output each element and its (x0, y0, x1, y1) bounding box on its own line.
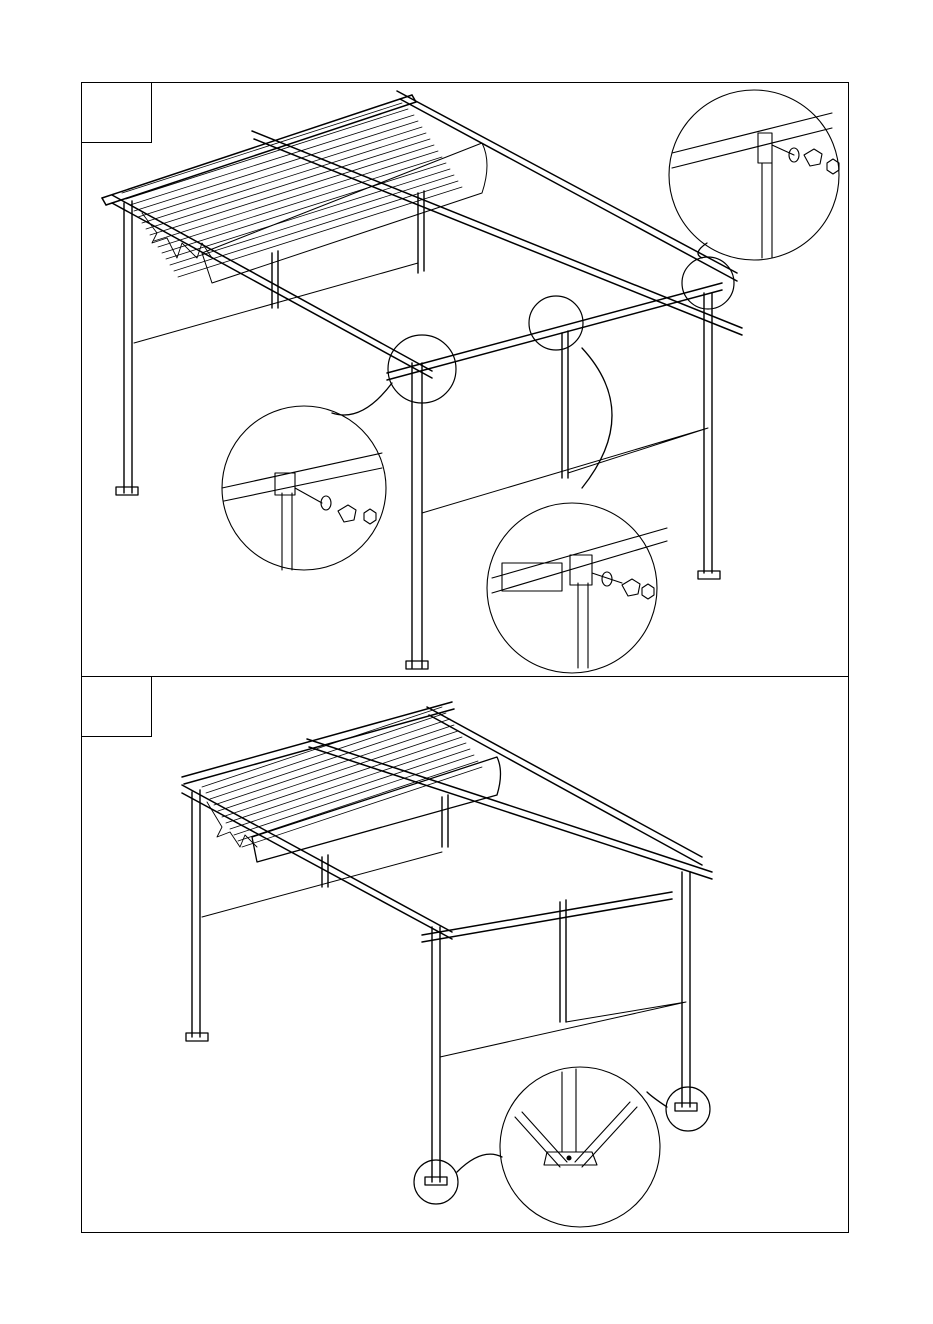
top-beams (182, 702, 712, 942)
detail-callout-1 (222, 406, 386, 570)
canopy-roll (202, 143, 487, 283)
step-1-panel (81, 82, 849, 677)
step-2-panel (81, 676, 849, 1233)
posts (192, 790, 690, 1182)
callout-rings (388, 257, 734, 403)
detail-callout-2 (487, 503, 667, 673)
pergola-frame-drawing-step-2 (82, 677, 850, 1234)
base-plates (116, 487, 720, 669)
base-plates (186, 1033, 697, 1185)
ground-anchor-stake-icon (500, 1067, 660, 1227)
detail-callout-3 (669, 90, 839, 260)
pergola-frame-drawing-step-1 (82, 83, 850, 678)
